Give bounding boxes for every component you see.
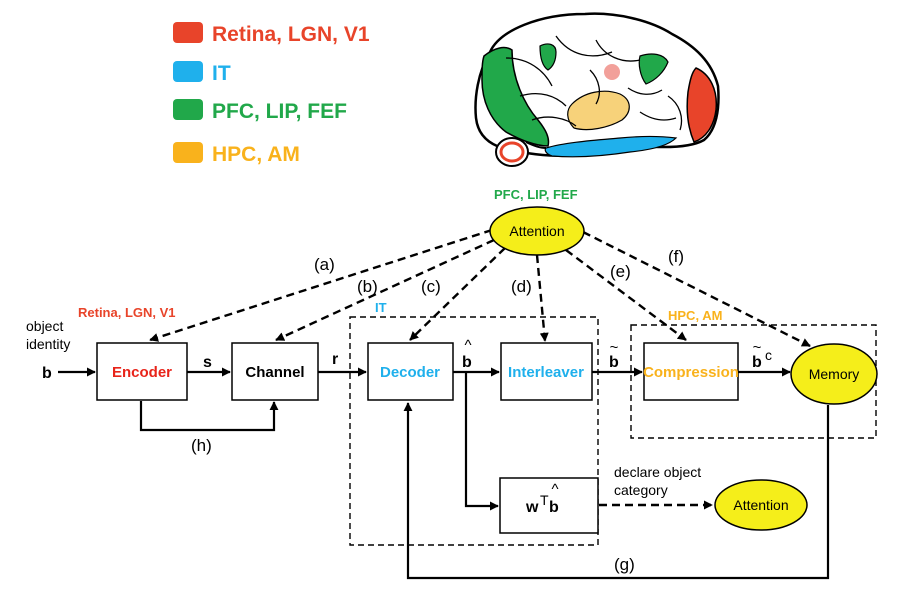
attention-ellipse-bottom: [714, 479, 808, 531]
signal-r: r: [332, 351, 338, 368]
memory-node: Memory: [790, 343, 878, 405]
memory-ellipse: [790, 343, 878, 405]
classifier-rect: [499, 477, 599, 534]
compression-rect: [643, 342, 739, 401]
b-hat-icon: ^: [464, 337, 471, 354]
legend-label-retina: Retina, LGN, V1: [212, 23, 370, 46]
edge-bhat-classifier: [464, 372, 499, 511]
interleaver-box: Interleaver: [500, 342, 593, 401]
encoder-label: Encoder: [112, 364, 172, 381]
attention-edges: [149, 228, 811, 510]
region-label-it: IT: [375, 300, 387, 315]
decoder-label: Decoder: [380, 364, 440, 381]
attention-label-bottom: Attention: [733, 497, 788, 513]
edge-h: [139, 401, 279, 432]
legend-item-pfc: PFC, LIP, FEF: [173, 99, 347, 123]
brain-lateral-view-icon: [474, 12, 720, 167]
legend-item-hpc: HPC, AM: [173, 142, 300, 166]
classifier-w: w: [525, 499, 539, 516]
classifier-b: b: [549, 499, 559, 516]
b-tilde-icon: ~: [610, 339, 619, 356]
edge-a: [149, 228, 493, 342]
edge-g: [403, 402, 830, 580]
edge-label-g: (g): [614, 555, 635, 574]
input-label-object: object: [26, 318, 63, 334]
attention-ellipse-top: [489, 206, 585, 256]
classifier-sup: T: [540, 492, 549, 508]
signal-edges: [58, 367, 830, 580]
legend-label-pfc: PFC, LIP, FEF: [212, 100, 347, 123]
edge-f: [582, 230, 811, 348]
edge-e: [565, 249, 687, 341]
memory-label: Memory: [809, 366, 860, 382]
edge-label-b: (b): [357, 277, 378, 296]
attention-node-bottom: Attention: [714, 479, 808, 531]
region-label-hpc: HPC, AM: [668, 308, 722, 323]
it-region: [349, 316, 599, 546]
region-label-retina: Retina, LGN, V1: [78, 305, 176, 320]
legend-swatch-pfc: [173, 99, 203, 120]
edge-label-a: (a): [314, 255, 335, 274]
edge-b: [275, 238, 495, 342]
channel-rect: [231, 342, 319, 401]
b-c-tilde-icon: ~: [753, 339, 762, 356]
legend-label-hpc: HPC, AM: [212, 143, 300, 166]
signal-b-hat: b: [462, 354, 472, 371]
legend-label-it: IT: [212, 62, 231, 85]
interleaver-label: Interleaver: [508, 364, 584, 381]
encoder-box: Encoder: [96, 342, 188, 401]
edge-d: [535, 254, 549, 342]
decoder-rect: [367, 342, 454, 401]
channel-box: Channel: [231, 342, 319, 401]
edge-label-c: (c): [421, 277, 441, 296]
edge-label-e: (e): [610, 262, 631, 281]
legend-swatch-it: [173, 61, 203, 82]
input-label-identity: identity: [26, 336, 70, 352]
channel-label: Channel: [245, 364, 304, 381]
compression-label: Compression: [643, 364, 739, 381]
attention-label-top: Attention: [509, 223, 564, 239]
signal-b-tilde: b: [609, 354, 619, 371]
edge-label-d: (d): [511, 277, 532, 296]
signal-b-c-sup: c: [765, 347, 772, 363]
attention-node-top: Attention: [489, 206, 585, 256]
compression-box: Compression: [643, 342, 739, 401]
classifier-hat-icon: ^: [551, 481, 558, 498]
legend-item-retina: Retina, LGN, V1: [173, 22, 370, 46]
signal-b-c: b: [752, 354, 762, 371]
edge-label-f: (f): [668, 247, 684, 266]
declare-label-line2: category: [614, 482, 668, 498]
legend: Retina, LGN, V1 IT PFC, LIP, FEF HPC, AM: [173, 22, 370, 166]
decoder-box: Decoder: [367, 342, 454, 401]
input-symbol-b: b: [42, 365, 52, 382]
legend-swatch-hpc: [173, 142, 203, 163]
legend-swatch-retina: [173, 22, 203, 43]
signal-s: s: [203, 354, 212, 371]
legend-item-it: IT: [173, 61, 231, 85]
encoder-rect: [96, 342, 188, 401]
edge-label-h: (h): [191, 436, 212, 455]
region-label-pfc: PFC, LIP, FEF: [494, 187, 578, 202]
edge-c: [409, 247, 506, 341]
declare-label-line1: declare object: [614, 464, 701, 480]
interleaver-rect: [500, 342, 593, 401]
classifier-box: w T b ^: [499, 477, 599, 534]
